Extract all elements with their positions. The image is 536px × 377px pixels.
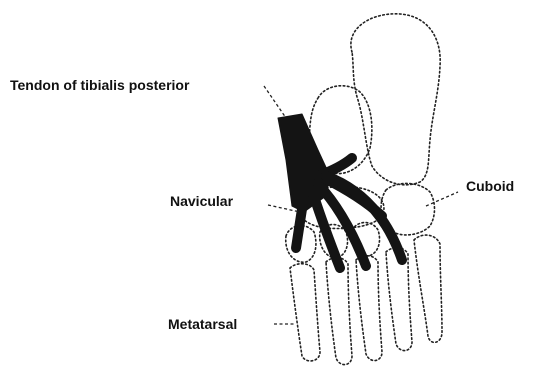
cuboid-label: Cuboid (466, 178, 514, 194)
metatarsal-1 (290, 264, 320, 361)
navicular-label: Navicular (170, 193, 234, 209)
metatarsal-3 (356, 256, 382, 361)
metatarsal-2 (326, 258, 352, 365)
tendon-label: Tendon of tibialis posterior (10, 77, 190, 93)
metatarsal-5 (414, 235, 442, 342)
metatarsal-label: Metatarsal (168, 316, 237, 332)
tendon-leader (264, 86, 286, 118)
